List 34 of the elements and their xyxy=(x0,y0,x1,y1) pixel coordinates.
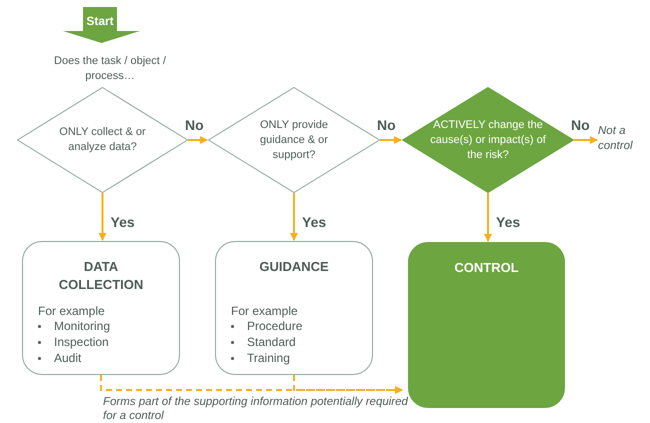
box-heading: GUIDANCE xyxy=(258,258,330,276)
edge-label: Forms part of the supporting information potentially required for a control xyxy=(103,395,410,423)
arrow xyxy=(574,136,598,144)
arrow xyxy=(484,193,492,242)
example-intro: For example xyxy=(38,304,105,319)
category-box xyxy=(215,241,373,375)
edge-label: No xyxy=(571,118,590,132)
outcome-text: Not a control xyxy=(598,124,634,154)
control-box xyxy=(408,242,565,408)
decision-text: ONLY provide guidance & or support? xyxy=(258,118,330,162)
list-item: Training xyxy=(247,351,290,366)
list-item: Procedure xyxy=(247,319,302,334)
list-item: Audit xyxy=(54,351,82,366)
list-item: Monitoring xyxy=(54,319,110,334)
edge-label: Yes xyxy=(496,215,520,229)
category-box xyxy=(22,241,180,375)
box-heading: CONTROL xyxy=(453,259,520,277)
edge-label: No xyxy=(377,118,396,132)
arrow xyxy=(380,136,402,144)
decision-text: ACTIVELY change the cause(s) or impact(s) of the risk? xyxy=(429,118,547,162)
start-label: Start xyxy=(85,15,115,27)
list-item: Standard xyxy=(247,335,296,350)
arrow xyxy=(98,193,106,241)
example-intro: For example xyxy=(231,304,298,319)
arrow xyxy=(188,136,208,144)
list-item: Inspection xyxy=(54,335,109,350)
edge-label: Yes xyxy=(302,214,326,228)
arrow xyxy=(290,193,298,241)
decision-text: ONLY collect & or analyze data? xyxy=(58,125,147,155)
edge-label: No xyxy=(185,118,204,132)
question-intro: Does the task / object / process… xyxy=(53,54,167,84)
box-heading: DATA COLLECTION xyxy=(58,258,144,294)
arrow xyxy=(293,375,403,394)
edge-label: Yes xyxy=(110,214,135,228)
